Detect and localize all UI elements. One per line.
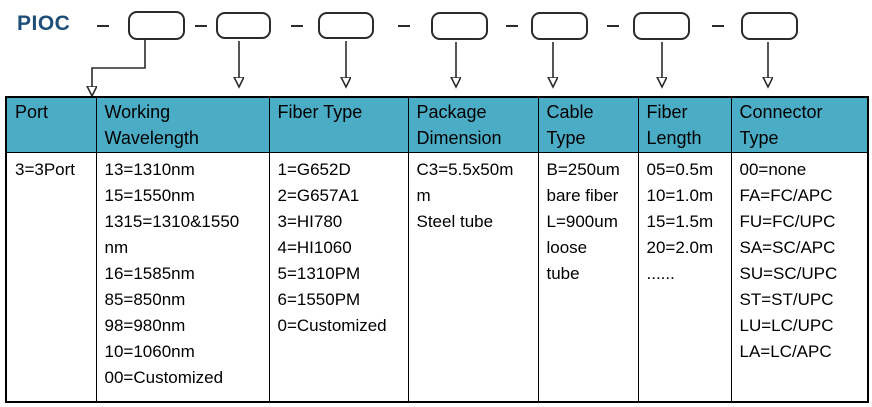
column-values-working-wavelength: 13=1310nm 15=1550nm 1315=1310&1550 nm 16… [95, 152, 270, 403]
dash-separator [97, 25, 109, 27]
dash-separator [607, 25, 619, 27]
column-header-port: Port [5, 96, 97, 153]
arrow-to-port [92, 40, 146, 87]
dash-separator [712, 25, 724, 27]
values-row: 3=3Port 13=1310nm 15=1550nm 1315=1310&15… [5, 152, 869, 403]
column-values-cable-type: B=250um bare fiber L=900um loose tube [537, 152, 639, 403]
ordering-code-table: Port Working Wavelength Fiber Type Packa… [5, 96, 869, 403]
code-box-package-dimension [431, 12, 488, 40]
code-box-port [128, 11, 185, 40]
dash-separator [195, 25, 207, 27]
column-values-connector-type: 00=none FA=FC/APC FU=FC/UPC SA=SC/APC SU… [730, 152, 869, 403]
dash-separator [398, 25, 410, 27]
dash-separator [291, 25, 303, 27]
code-box-fiber-type [318, 12, 374, 39]
code-box-fiber-length [633, 12, 690, 40]
column-header-working-wavelength: Working Wavelength [95, 96, 270, 153]
column-header-fiber-type: Fiber Type [268, 96, 409, 153]
column-header-cable-type: Cable Type [537, 96, 639, 153]
column-header-package-dimension: Package Dimension [407, 96, 539, 153]
column-values-port: 3=3Port [5, 152, 97, 403]
header-row: Port Working Wavelength Fiber Type Packa… [5, 96, 869, 153]
dash-separator [506, 25, 518, 27]
column-values-fiber-type: 1=G652D 2=G657A1 3=HI780 4=HI1060 5=1310… [268, 152, 409, 403]
column-values-fiber-length: 05=0.5m 10=1.0m 15=1.5m 20=2.0m ...... [637, 152, 732, 403]
column-values-package-dimension: C3=5.5x50m m Steel tube [407, 152, 539, 403]
column-header-fiber-length: Fiber Length [637, 96, 732, 153]
column-header-connector-type: Connector Type [730, 96, 869, 153]
code-structure-diagram: PIOC [0, 0, 872, 96]
code-box-working-wavelength [216, 12, 271, 39]
code-box-cable-type [531, 12, 588, 40]
product-code-prefix: PIOC [17, 12, 71, 35]
code-box-connector-type [741, 12, 798, 40]
